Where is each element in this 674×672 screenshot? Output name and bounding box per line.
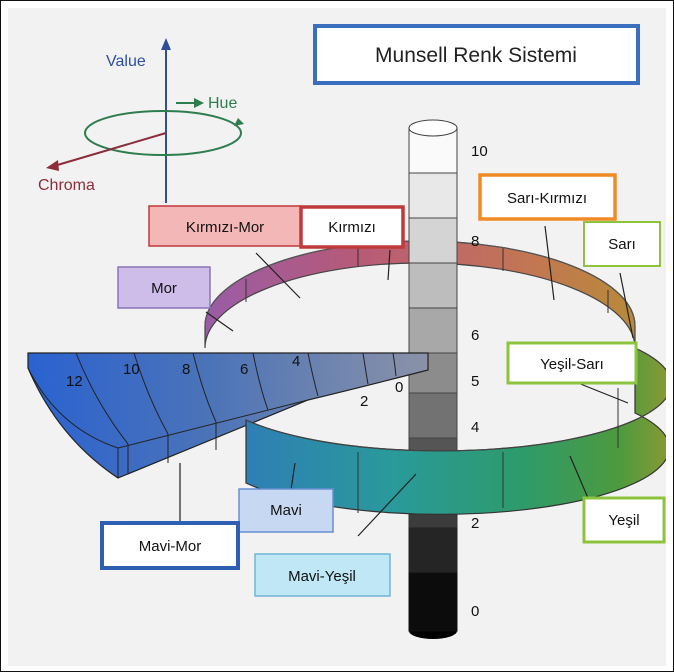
munsell-diagram: Value Hue Chroma Munsell Renk Sistemi [27, 24, 666, 639]
chroma-axis-line [53, 132, 167, 167]
value-column [408, 119, 458, 639]
svg-text:Sarı: Sarı [608, 236, 636, 253]
value-tick-4: 4 [471, 419, 479, 436]
hue-circle-arrow-icon [234, 118, 244, 126]
label-mor: Mor [117, 266, 211, 309]
svg-text:Kırmızı-Mor: Kırmızı-Mor [186, 219, 264, 236]
value-scale: 10 8 6 5 4 2 0 [471, 143, 488, 620]
value-tick-5: 5 [471, 373, 479, 390]
chroma-tick-2: 2 [360, 393, 368, 410]
label-kirmizi: Kırmızı [299, 205, 405, 249]
chroma-tick-0: 0 [395, 379, 403, 396]
label-kirmizi-mor: Kırmızı-Mor [148, 205, 302, 247]
svg-text:Mavi: Mavi [270, 502, 302, 519]
chroma-arrow-icon [46, 160, 59, 171]
hue-arrow-icon [194, 98, 204, 108]
label-mavi: Mavi [238, 488, 334, 533]
svg-text:Mavi-Yeşil: Mavi-Yeşil [288, 568, 356, 585]
value-tick-8: 8 [471, 233, 479, 250]
page-title: Munsell Renk Sistemi [375, 44, 577, 67]
leader-lines [179, 225, 634, 537]
label-mavi-mor: Mavi-Mor [100, 521, 240, 570]
label-mavi-yesil: Mavi-Yeşil [254, 553, 391, 597]
hue-circle [84, 110, 242, 156]
chroma-tick-6: 6 [240, 361, 248, 378]
diagram-panel: Value Hue Chroma Munsell Renk Sistemi [8, 8, 666, 666]
svg-text:Kırmızı: Kırmızı [328, 219, 376, 236]
value-arrow-icon [161, 38, 171, 50]
value-axis-label: Value [106, 53, 146, 70]
chroma-tick-8: 8 [182, 361, 190, 378]
hue-axis-label: Hue [208, 95, 237, 112]
label-yesil-sari: Yeşil-Sarı [506, 341, 638, 385]
value-tick-10: 10 [471, 143, 488, 160]
svg-text:Sarı-Kırmızı: Sarı-Kırmızı [507, 190, 587, 207]
chroma-tick-10: 10 [123, 361, 140, 378]
svg-text:Yeşil: Yeşil [608, 512, 639, 529]
hue-ring-front [245, 347, 666, 515]
value-tick-0: 0 [471, 603, 479, 620]
axes-legend: Value Hue Chroma [38, 38, 244, 203]
svg-text:Mor: Mor [151, 280, 177, 297]
label-sari: Sarı [583, 221, 661, 267]
chroma-tick-12: 12 [66, 373, 83, 390]
label-sari-kirmizi: Sarı-Kırmızı [478, 173, 617, 221]
svg-text:Mavi-Mor: Mavi-Mor [139, 538, 202, 555]
svg-text:Yeşil-Sarı: Yeşil-Sarı [540, 356, 604, 373]
title-box: Munsell Renk Sistemi [313, 24, 640, 85]
chroma-wedge: 12 10 8 6 4 2 0 [27, 352, 429, 479]
value-tick-2: 2 [471, 515, 479, 532]
label-yesil: Yeşil [582, 496, 666, 544]
chroma-axis-label: Chroma [38, 177, 95, 194]
chroma-tick-4: 4 [292, 353, 300, 370]
value-tick-6: 6 [471, 327, 479, 344]
